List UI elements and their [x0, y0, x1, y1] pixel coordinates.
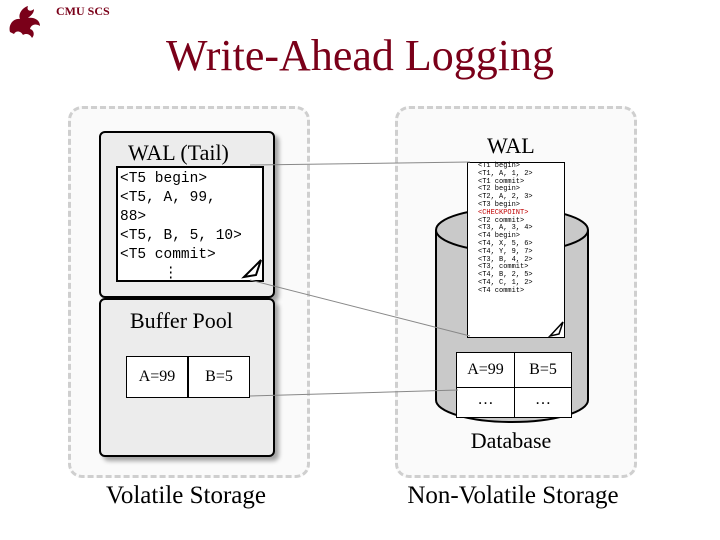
db-cell-a: A=99: [456, 352, 514, 388]
cmu-griffin-logo: [9, 6, 40, 38]
wal-log-record: <T3, A, 3, 4>: [478, 224, 533, 233]
connector-line: [249, 279, 471, 337]
wal-tail-label: WAL (Tail): [128, 140, 229, 165]
buffer-cell-b: B=5: [188, 356, 250, 398]
non-volatile-storage-label: Non-Volatile Storage: [407, 482, 619, 509]
database-label: Database: [470, 428, 552, 453]
wal-tail-record: 88>: [120, 209, 147, 225]
wal-log-record: <T3 begin>: [478, 200, 521, 209]
wal-checkpoint-record: <CHECKPOINT>: [478, 208, 529, 217]
wal-log-record: <T1 begin>: [478, 162, 521, 170]
wal-log-record: <T4, Y, 9, 7>: [478, 247, 533, 256]
slide-title: Write-Ahead Logging: [166, 31, 554, 80]
buffer-cell-a: A=99: [126, 356, 188, 398]
wal-log-record: <T4, B, 2, 5>: [478, 271, 533, 280]
db-cell-b: B=5: [514, 352, 572, 388]
connector-line: [249, 161, 471, 166]
connector-line: [249, 389, 459, 397]
buffer-pool-label: Buffer Pool: [130, 308, 233, 333]
wal-tail-record: <T5 begin>: [120, 171, 208, 187]
wal-tail-record: <T5 commit>: [120, 247, 216, 263]
wal-tail-page: <T5 begin> <T5, A, 99, 88> <T5, B, 5, 10> <T…: [116, 166, 264, 282]
db-cell-ellipsis-2: …: [514, 388, 572, 418]
wal-log-record: <T1 commit>: [478, 177, 525, 186]
wal-log-record: <T2 begin>: [478, 185, 521, 194]
wal-tail-record: <T5, B, 5, 10>: [120, 228, 242, 244]
wal-log-record: <T4 begin>: [478, 232, 521, 241]
wal-tail-records: <T5 begin> <T5, A, 99, 88> <T5, B, 5, 10> <T…: [120, 170, 260, 284]
wal-log-page: <T1 begin><T1, A, 1, 2><T1 commit><T2 be…: [467, 162, 565, 338]
org-label: CMU SCS: [56, 4, 110, 18]
wal-tail-record: <T5, A, 99,: [120, 190, 216, 206]
wal-log-record: <T4, C, 1, 2>: [478, 278, 533, 287]
folded-corner: [241, 259, 262, 279]
wal-log-record: <T3, B, 4, 2>: [478, 255, 533, 264]
wal-log-record: <T2 commit>: [478, 216, 525, 225]
wal-log-record: <T2, A, 2, 3>: [478, 193, 533, 202]
wal-label: WAL: [487, 133, 535, 158]
db-cell-ellipsis-1: …: [456, 388, 514, 418]
volatile-storage-label: Volatile Storage: [106, 482, 266, 509]
wal-tail-record: ⋮: [120, 266, 179, 282]
wal-log-record: <T4 commit>: [478, 286, 525, 295]
wal-log-record: <T3, commit>: [478, 263, 529, 272]
wal-log-record: <T4, X, 5, 6>: [478, 239, 533, 248]
wal-log-record: <T1, A, 1, 2>: [478, 169, 533, 178]
folded-corner: [547, 321, 564, 338]
